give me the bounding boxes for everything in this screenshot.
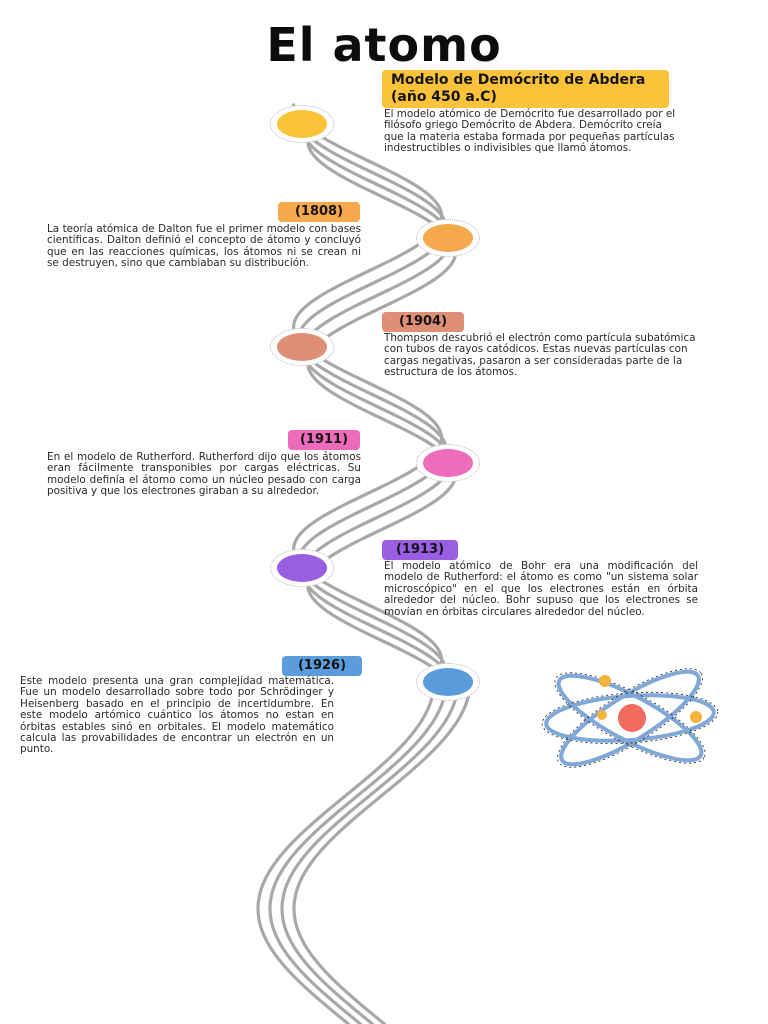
timeline-badge-6: (1926) — [282, 656, 362, 676]
timeline-badge-4: (1911) — [288, 430, 360, 450]
timeline-badge-3: (1904) — [382, 312, 464, 332]
atom-icon — [541, 668, 719, 768]
timeline-text-5: El modelo atómico de Bohr era una modifi… — [384, 560, 698, 618]
timeline-node-6 — [416, 663, 480, 701]
timeline-text-6: Este modelo presenta una gran complejida… — [20, 675, 334, 756]
timeline-node-5 — [270, 549, 334, 587]
atom-orbits — [544, 669, 716, 767]
timeline-text-3: Thompson descubrió el electrón como part… — [384, 332, 696, 379]
node-dot-4 — [423, 449, 473, 477]
road-line — [292, 139, 472, 1024]
timeline-badge-5: (1913) — [382, 540, 458, 560]
electron — [690, 711, 702, 723]
timeline-text-4: En el modelo de Rutherford. Rutherford d… — [47, 451, 361, 498]
node-dot-3 — [277, 333, 327, 361]
timeline-text-2: La teoría atómica de Dalton fue el prime… — [47, 223, 361, 270]
timeline-node-1 — [270, 105, 334, 143]
electron — [597, 710, 607, 720]
timeline-badge-1: Modelo de Demócrito de Abdera (año 450 a… — [382, 70, 669, 108]
timeline-node-3 — [270, 328, 334, 366]
timeline-text-1: El modelo atómico de Demócrito fue desar… — [384, 108, 676, 155]
node-dot-2 — [423, 224, 473, 252]
timeline-node-4 — [416, 444, 480, 482]
node-dot-5 — [277, 554, 327, 582]
node-dot-6 — [423, 668, 473, 696]
timeline-node-2 — [416, 219, 480, 257]
node-dot-1 — [277, 110, 327, 138]
electron — [599, 675, 611, 687]
page-title: El atomo — [266, 18, 502, 72]
nucleus — [618, 704, 646, 732]
timeline-badge-2: (1808) — [278, 202, 360, 222]
